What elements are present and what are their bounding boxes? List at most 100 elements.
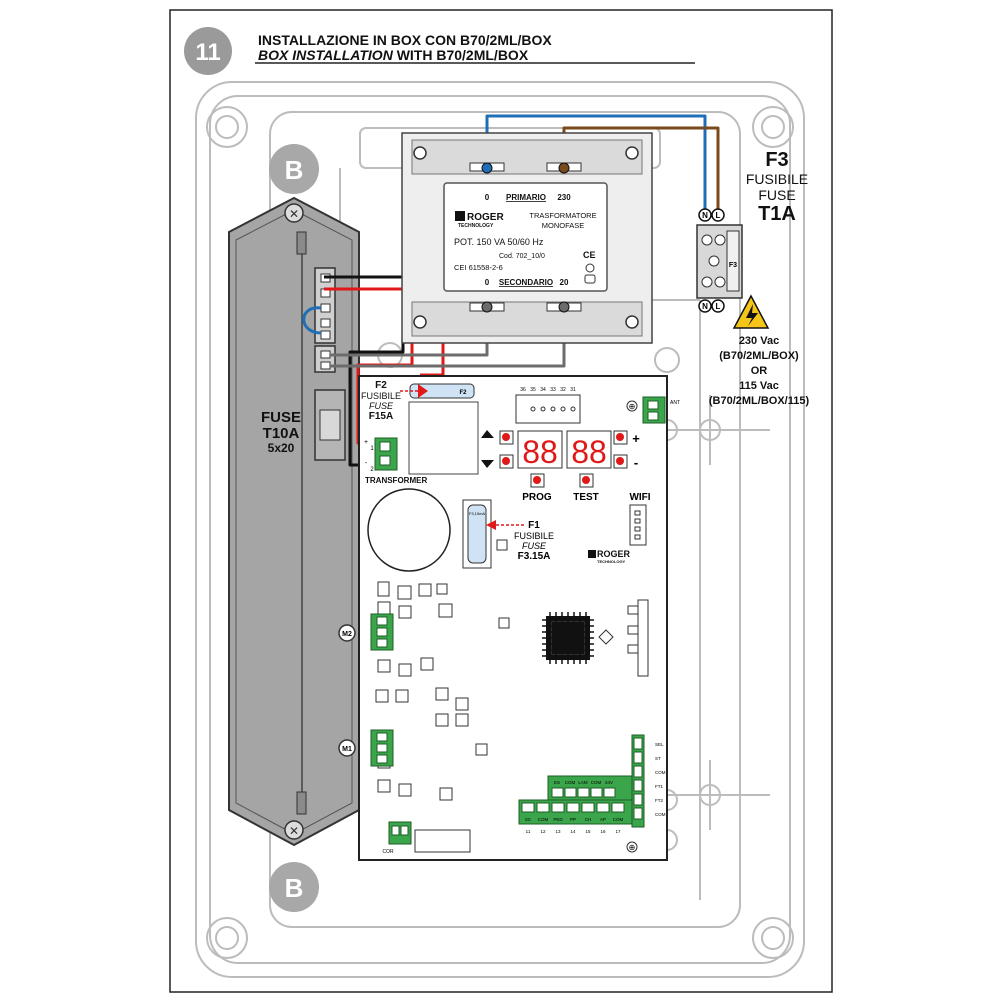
blue-jumper — [302, 306, 322, 335]
microcontroller — [542, 612, 614, 664]
f3-name: F3 — [765, 149, 788, 171]
f3-fuse: FUSE — [758, 187, 795, 203]
marker-b-bottom: B — [269, 862, 319, 912]
f3-fuse — [726, 230, 740, 292]
svg-text:34: 34 — [540, 387, 546, 393]
svg-text:COR: COR — [382, 849, 394, 855]
screw-top-icon — [284, 203, 304, 223]
mains-terminal-block: N L F3 N L F3 FUSIBILE FUSE T1A 230 Vac … — [696, 149, 810, 407]
svg-text:L: L — [716, 302, 721, 311]
battery-fuse-label-3: 5x20 — [268, 441, 295, 455]
svg-text:0: 0 — [485, 193, 490, 202]
svg-text:FT1: FT1 — [655, 784, 663, 789]
display-left — [517, 430, 563, 469]
battery-pack: ✕ ✕ FUSE T10A 5x20 — [228, 196, 360, 847]
board-brand: ROGER — [597, 549, 631, 559]
title-english-rest: WITH B70/2ML/BOX — [393, 47, 529, 63]
svg-text:F3.15A: F3.15A — [518, 551, 551, 562]
svg-text:FT2: FT2 — [655, 798, 663, 803]
svg-text:88: 88 — [522, 434, 558, 470]
svg-text:(B70/2ML/BOX): (B70/2ML/BOX) — [719, 350, 799, 362]
svg-text:OR: OR — [751, 365, 768, 377]
svg-text:0: 0 — [485, 278, 490, 287]
svg-text:TRASFORMATORE: TRASFORMATORE — [529, 211, 596, 220]
svg-text:33: 33 — [550, 387, 556, 393]
svg-text:COM: COM — [613, 817, 624, 822]
svg-text:ES: ES — [554, 780, 560, 785]
battery-fuse-label-2: T10A — [263, 425, 300, 442]
svg-text:LAM: LAM — [578, 780, 588, 785]
svg-text:WIFI: WIFI — [629, 492, 650, 503]
svg-text:PED: PED — [553, 817, 563, 822]
f3-fusibile: FUSIBILE — [746, 171, 808, 187]
svg-text:N: N — [702, 211, 708, 220]
svg-text:FUSIBILE: FUSIBILE — [361, 391, 401, 401]
svg-text:FUSE: FUSE — [522, 541, 547, 551]
svg-text:230: 230 — [557, 193, 571, 202]
step-badge — [184, 27, 232, 75]
svg-text:SECONDARIO: SECONDARIO — [499, 278, 553, 287]
earth-screw-bottom-icon — [626, 841, 638, 853]
svg-text:115 Vac: 115 Vac — [739, 380, 779, 392]
secondary-20-terminal — [558, 301, 570, 313]
screw-bottom-icon — [284, 820, 304, 840]
transformer-brand: ROGER — [467, 212, 504, 223]
svg-text:20: 20 — [560, 278, 569, 287]
svg-text:CEI 61558-2-6: CEI 61558-2-6 — [454, 263, 503, 272]
svg-text:FUSE: FUSE — [369, 401, 394, 411]
svg-text:PP: PP — [570, 817, 576, 822]
svg-text:M2: M2 — [342, 631, 352, 638]
transformer: 0 PRIMARIO 230 ROGER TECHNOLOGY TRASFORM… — [401, 132, 653, 344]
earth-icon — [708, 255, 720, 267]
svg-text:TECHNOLOGY: TECHNOLOGY — [458, 223, 494, 229]
svg-text:FUSIBILE: FUSIBILE — [514, 531, 554, 541]
svg-text:1: 1 — [370, 446, 374, 452]
svg-text:ANT: ANT — [670, 400, 680, 406]
svg-text:-: - — [365, 460, 368, 467]
f1-fuse — [467, 504, 487, 564]
battery-fuse-label-1: FUSE — [261, 409, 301, 426]
svg-text:COM: COM — [565, 780, 576, 785]
svg-text:F3,15mA: F3,15mA — [469, 511, 486, 516]
primary-230-terminal — [558, 162, 570, 174]
svg-text:COM: COM — [655, 770, 666, 775]
svg-text:COM: COM — [538, 817, 549, 822]
svg-text:36: 36 — [520, 387, 526, 393]
svg-text:F2: F2 — [459, 390, 467, 396]
svg-text:12: 12 — [540, 829, 546, 834]
primary-0-terminal — [481, 162, 493, 174]
control-board: F2 F2 FUSIBILE FUSE F15A + 1 - 2 TRANSFO… — [338, 375, 680, 861]
down-arrow-icon — [481, 460, 494, 468]
step-number: 11 — [195, 39, 220, 66]
earth-screw-icon — [626, 400, 638, 412]
svg-text:2: 2 — [370, 467, 374, 473]
f2-name: F2 — [375, 380, 387, 391]
svg-text:14: 14 — [570, 829, 576, 834]
svg-text:AP: AP — [600, 817, 606, 822]
svg-text:13: 13 — [555, 829, 561, 834]
svg-text:✕: ✕ — [289, 824, 299, 838]
svg-text:N: N — [702, 302, 708, 311]
svg-text:⊕: ⊕ — [629, 843, 636, 852]
svg-text:COM: COM — [655, 812, 666, 817]
header: 11 INSTALLAZIONE IN BOX CON B70/2ML/BOX … — [184, 27, 695, 75]
svg-text:F3: F3 — [729, 262, 737, 269]
title-italian: INSTALLAZIONE IN BOX CON B70/2ML/BOX — [258, 32, 552, 48]
svg-text:31: 31 — [570, 387, 576, 393]
svg-text:+: + — [364, 439, 368, 446]
title-english-italic: BOX INSTALLATION — [258, 47, 394, 63]
svg-text:B: B — [285, 155, 304, 185]
svg-text:ST: ST — [655, 756, 661, 761]
svg-text:COM: COM — [591, 780, 602, 785]
title-english: BOX INSTALLATION WITH B70/2ML/BOX — [258, 47, 529, 63]
marker-b-top: B — [269, 144, 319, 194]
f3-rating: T1A — [758, 203, 796, 225]
approval-mark-icon — [585, 263, 595, 273]
svg-text:17: 17 — [615, 829, 621, 834]
svg-text:Cod. 702_10/0: Cod. 702_10/0 — [499, 253, 545, 260]
wifi-connector — [629, 504, 647, 546]
svg-text:L: L — [716, 211, 721, 220]
svg-text:F15A: F15A — [369, 411, 393, 422]
svg-text:(B70/2ML/BOX/115): (B70/2ML/BOX/115) — [709, 395, 810, 407]
